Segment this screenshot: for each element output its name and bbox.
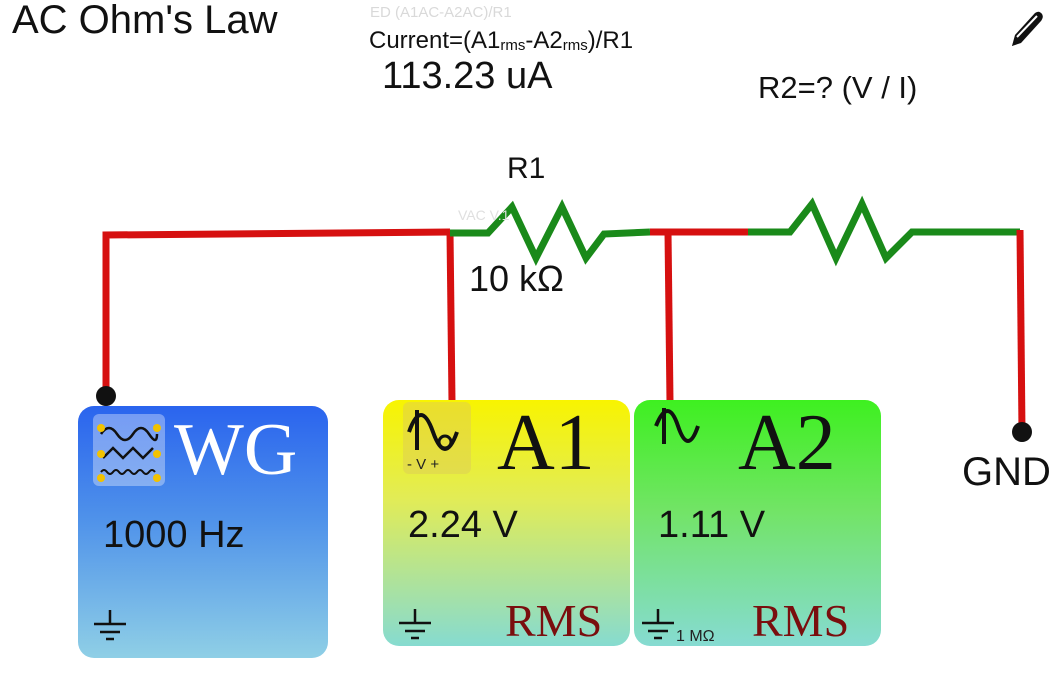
pencil-icon[interactable] xyxy=(1008,8,1044,48)
sine-probe-icon[interactable] xyxy=(403,402,471,474)
ghost-formula: ED (A1AC-A2AC)/R1 xyxy=(370,4,512,21)
wire-a1 xyxy=(446,231,456,403)
resistor-r2 xyxy=(748,195,1020,267)
wg-frequency[interactable]: 1000 Hz xyxy=(103,514,245,556)
wire-gnd xyxy=(1016,229,1026,433)
a2-name: A2 xyxy=(738,400,836,487)
r2-question[interactable]: R2=? (V / I) xyxy=(758,70,918,105)
a1-polarity: - V + xyxy=(407,456,440,473)
wg-name: WG xyxy=(174,409,298,491)
a2-mode[interactable]: RMS xyxy=(752,595,850,646)
page-title: AC Ohm's Law xyxy=(12,0,278,42)
a1-name: A1 xyxy=(497,400,595,487)
a2-voltage: 1.11 V xyxy=(658,504,766,546)
wg-terminal xyxy=(96,386,116,406)
ground-icon xyxy=(399,609,431,640)
wire-wg-left xyxy=(102,228,451,396)
formula-prefix: Current=(A1 xyxy=(369,27,501,54)
current-formula: Current=(A1rms-A2rms)/R1 xyxy=(369,27,633,55)
resistor-r1 xyxy=(450,199,651,266)
ground-icon xyxy=(94,610,126,641)
meter-a1-card[interactable]: - V + A1 2.24 V RMS xyxy=(383,400,630,646)
formula-sub-a2: rms xyxy=(562,37,588,54)
r1-value[interactable]: 10 kΩ xyxy=(469,258,564,299)
waveform-icon[interactable] xyxy=(93,414,165,486)
ghost-label: VAC V.1 xyxy=(458,207,510,223)
formula-mid: -A2 xyxy=(525,27,563,54)
wire-a2 xyxy=(664,231,674,403)
a1-mode[interactable]: RMS xyxy=(505,595,603,646)
formula-suffix: )/R1 xyxy=(587,27,634,54)
ground-icon xyxy=(642,609,674,640)
r1-label: R1 xyxy=(507,152,546,185)
gnd-label: GND xyxy=(962,450,1051,494)
a1-voltage: 2.24 V xyxy=(408,504,518,546)
current-value: 113.23 uA xyxy=(382,55,553,97)
formula-sub-a1: rms xyxy=(500,37,526,54)
sine-probe-icon[interactable] xyxy=(652,402,712,462)
a2-impedance: 1 MΩ xyxy=(676,628,715,645)
gnd-terminal xyxy=(1012,422,1032,442)
wave-generator-card[interactable]: WG 1000 Hz xyxy=(78,406,328,658)
meter-a2-card[interactable]: A2 1.11 V 1 MΩ RMS xyxy=(634,400,881,646)
